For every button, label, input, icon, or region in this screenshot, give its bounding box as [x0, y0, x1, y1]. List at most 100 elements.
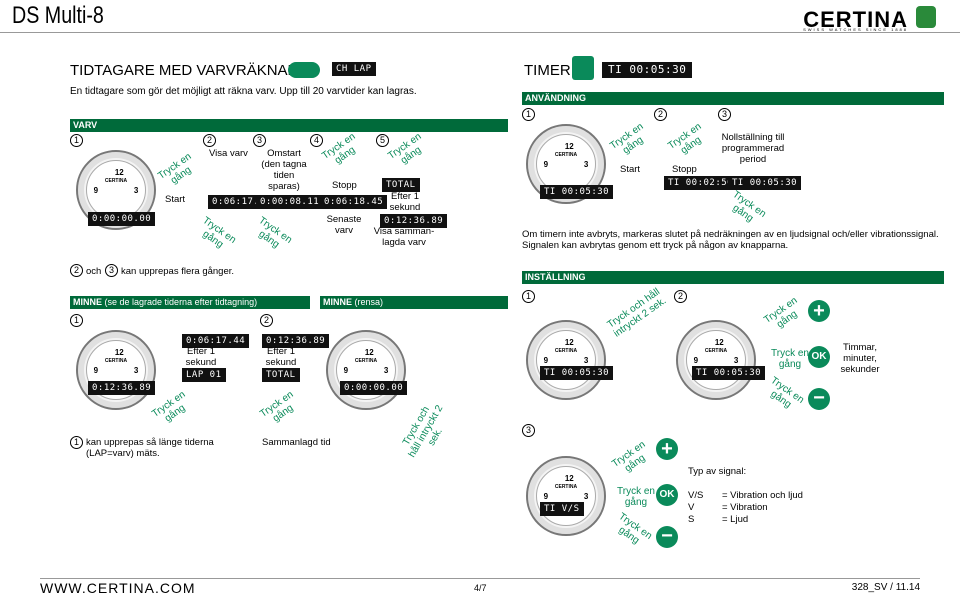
plus-button-icon: + [656, 438, 678, 460]
signal-lcd: TI V/S [540, 502, 584, 516]
minus-button-icon: − [656, 526, 678, 548]
timer-stopp-label: Stopp [672, 164, 697, 175]
chrono-start-lcd: 0:00:00.00 [88, 212, 156, 226]
minne-rensa-bar: MINNE (rensa) [320, 296, 508, 309]
step-1-marker: 1 [70, 134, 83, 147]
timer-reset-lcd: TI 00:05:30 [728, 176, 802, 190]
signal-vs-desc: = Vibration och ljud [722, 490, 803, 501]
timer-stop-lcd: TI 00:02:50 [664, 176, 738, 190]
press-once-hint: Tryck en gång [258, 389, 296, 425]
chrono-title: TIDTAGARE MED VARVRÄKNARE [70, 62, 309, 79]
press-once-hint: Tryck en gång [256, 215, 294, 251]
memory-note: kan upprepas så länge tiderna (LAP=varv)… [86, 437, 214, 459]
repeat-note: kan upprepas flera gånger. [121, 266, 235, 277]
step-3-marker: 3 [522, 424, 535, 437]
efter-1s-label: Efter 1 sekund [389, 191, 421, 213]
press-once-hint: Tryck en gång [768, 375, 806, 411]
memory-lap-time-lcd: 0:06:17.44 [182, 334, 250, 348]
press-once-hint: Tryck en gång [608, 121, 646, 157]
varv-bar: VARV [70, 119, 508, 132]
minne-title: MINNE [73, 297, 102, 307]
setting-time-lcd: TI 00:05:30 [692, 366, 766, 380]
press-once-hint: Tryck en gång [200, 215, 238, 251]
efter-1s-label: Efter 1 sekund [265, 346, 297, 368]
minne-rensa-title: MINNE [323, 297, 352, 307]
timer-watch-lcd: TI 00:05:30 [540, 185, 614, 199]
step-2-marker: 2 [654, 108, 667, 121]
visa-varv-label: Visa varv [209, 148, 248, 159]
step-2-marker: 2 [70, 264, 83, 277]
timer-reset-label: Nollställning till programmerad period [721, 132, 785, 165]
omstart-lcd: 0:00:08.11 [256, 195, 324, 209]
step-4-marker: 4 [310, 134, 323, 147]
document-code: 328_SV / 11.14 [851, 582, 920, 593]
setting-watch-lcd: TI 00:05:30 [540, 366, 614, 380]
sammanlagd-label: Sammanlagd tid [262, 437, 331, 448]
step-1-marker: 1 [522, 290, 535, 303]
omstart-label: Omstart (den tagna tiden sparas) [261, 148, 307, 192]
timer-start-label: Start [620, 164, 641, 175]
start-label: Start [165, 194, 186, 205]
press-once-hint: Tryck en gång [150, 389, 188, 425]
signal-type-label: Typ av signal: [688, 466, 747, 477]
signal-s-desc: = Ljud [722, 514, 749, 525]
page-number: 4/7 [474, 583, 487, 593]
hms-label: Timmar, minuter, sekunder [840, 342, 880, 375]
visa-samman-label: Visa samman-lagda varv [373, 226, 435, 248]
press-once-hint: Tryck en gång [616, 511, 654, 547]
efter-1s-label: Efter 1 sekund [185, 346, 217, 368]
signal-s-key: S [688, 514, 695, 525]
minus-button-icon: − [808, 388, 830, 410]
repeat-note-and: och [86, 266, 102, 277]
minne-rensa-subtitle: (rensa) [354, 297, 384, 307]
brand-logo-icon [916, 6, 936, 28]
installning-bar: INSTÄLLNING [522, 271, 944, 284]
minne-subtitle: (se de lagrade tiderna efter tidtagning) [104, 297, 258, 307]
minne-bar: MINNE (se de lagrade tiderna efter tidta… [70, 296, 310, 309]
senaste-varv-label: Senaste varv [326, 214, 362, 236]
memory-watch-lcd: 0:12:36.89 [88, 381, 156, 395]
press-once-hint: Tryck en gång [666, 121, 704, 157]
anvandning-bar: ANVÄNDNING [522, 92, 944, 105]
brand-tagline: SWISS WATCHES SINCE 1888 [803, 27, 908, 32]
memory-total-lcd: TOTAL [262, 368, 300, 382]
press-once-hint: Tryck en gång [730, 189, 768, 225]
timer-mode-lcd: TI 00:05:30 [602, 62, 693, 78]
stopp-label: Stopp [332, 180, 357, 191]
memory-lap01-lcd: LAP 01 [182, 368, 226, 382]
press-once-hint: Tryck en gång [617, 486, 655, 508]
press-once-hint: Tryck en gång [771, 348, 809, 370]
step-2-marker: 2 [674, 290, 687, 303]
timer-title: TIMER [524, 62, 571, 79]
step-5-marker: 5 [376, 134, 389, 147]
step-2-marker: 2 [260, 314, 273, 327]
rotate-mode-icon [288, 62, 320, 78]
ok-button-icon: OK [808, 346, 830, 368]
press-once-hint: Tryck en gång [320, 131, 358, 167]
footer-url[interactable]: WWW.CERTINA.COM [40, 580, 196, 596]
memory-total-time-lcd: 0:12:36.89 [262, 334, 330, 348]
footer-rule [40, 578, 920, 579]
step-3-marker: 3 [105, 264, 118, 277]
total-time-lcd: 0:12:36.89 [380, 214, 448, 228]
press-hold-hint: Tryck och håll intryckt 2 sek. [400, 403, 446, 460]
step-1-marker: 1 [70, 314, 83, 327]
brand-name: CERTINA [803, 7, 908, 32]
memory-cleared-lcd: 0:00:00.00 [340, 381, 408, 395]
step-1-marker: 1 [522, 108, 535, 121]
step-3-marker: 3 [253, 134, 266, 147]
hourglass-icon [572, 56, 594, 80]
plus-button-icon: + [808, 300, 830, 322]
ok-button-icon: OK [656, 484, 678, 506]
chrono-intro: En tidtagare som gör det möjligt att räk… [70, 86, 417, 97]
timer-info: Om timern inte avbryts, markeras slutet … [522, 229, 939, 251]
signal-v-desc: = Vibration [722, 502, 768, 513]
step-3-marker: 3 [718, 108, 731, 121]
press-once-hint: Tryck en gång [762, 295, 800, 331]
